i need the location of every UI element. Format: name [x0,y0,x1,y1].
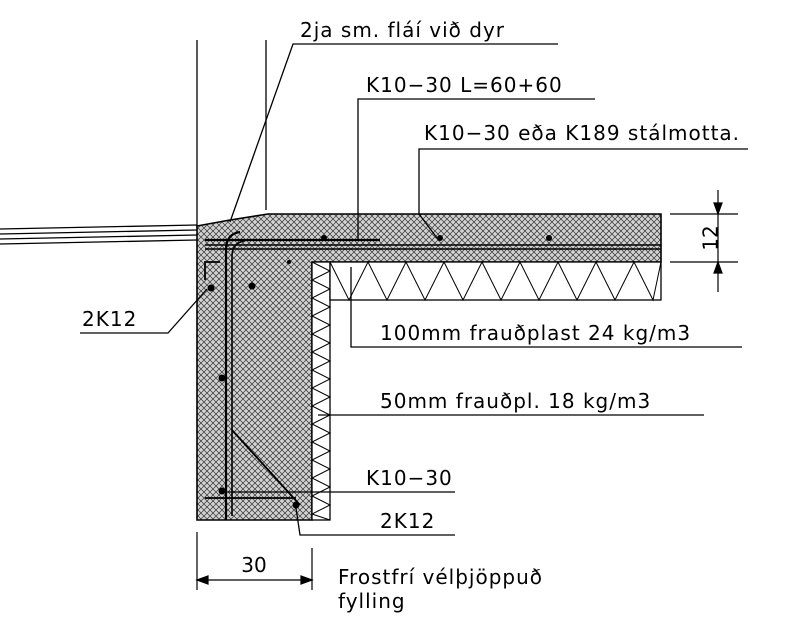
label-slope-note: 2ja sm. fláí við dyr [300,18,505,42]
label-bottom-bars: 2K12 [380,509,435,533]
label-stirrup: K10−30 [366,466,453,490]
label-width-dim: 30 [241,553,266,577]
exterior-ground-lines [0,224,198,245]
label-fill-line1: Frostfrí vélþjöppuð [338,565,543,589]
label-insulation-50: 50mm frauðpl. 18 kg/m3 [380,389,651,413]
vertical-insulation-pattern [310,261,332,521]
label-rebar-top: K10−30 L=60+60 [366,73,563,97]
label-footing-bars: 2K12 [82,307,137,331]
width-dimension [195,532,314,590]
rebar-dots [207,235,552,509]
label-mesh: K10−30 eða K189 stálmotta. [424,121,740,145]
label-insulation-100: 100mm frauðplast 24 kg/m3 [380,321,691,345]
slab-dimension [670,190,738,292]
vertical-insulation [311,261,331,521]
vertical-rebar-inner [231,239,249,516]
horizontal-insulation-pattern [329,260,662,302]
horizontal-insulation [329,261,662,301]
label-slab-dim: 12 [699,225,723,250]
leader-lines [80,43,748,536]
label-fill-line2: fylling [338,589,406,613]
vertical-rebar-outer [224,230,241,520]
corner-hook [204,261,220,280]
